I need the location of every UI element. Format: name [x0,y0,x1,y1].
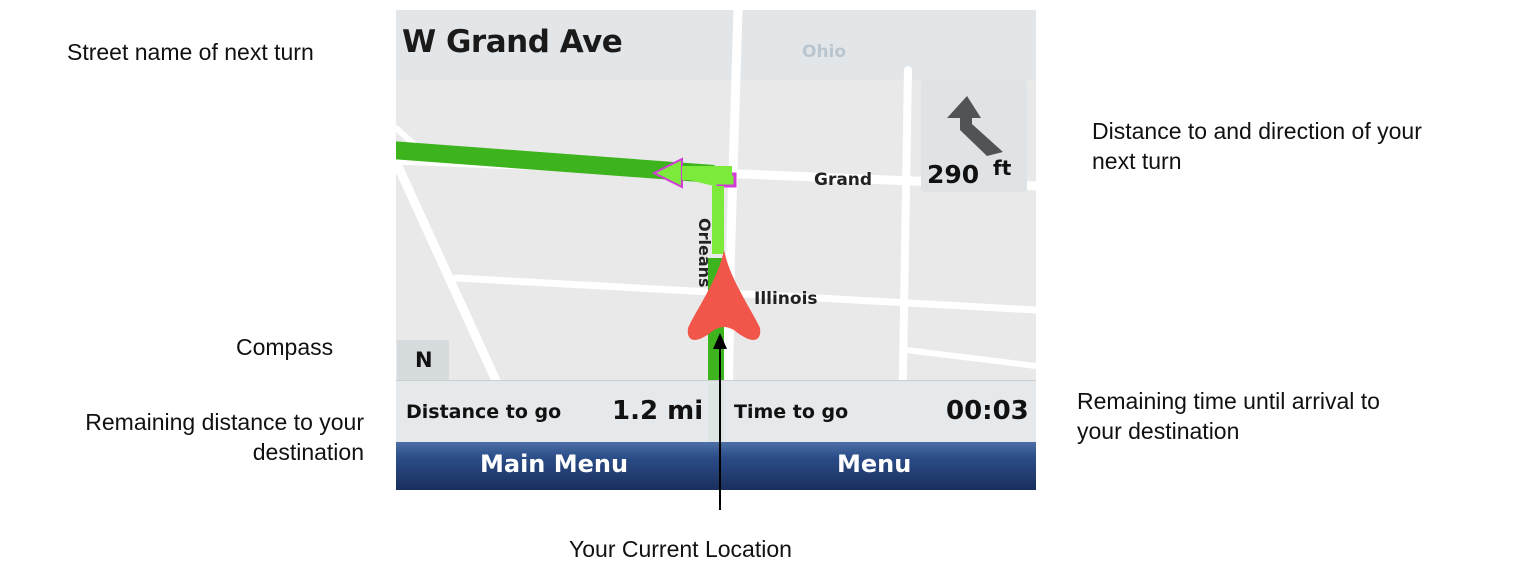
current-location-marker [687,250,761,340]
distance-to-go-value: 1.2 mi [612,396,704,426]
route-connector [682,166,732,180]
callout-current-location: Your Current Location [569,536,792,562]
road-illinois [452,274,1036,314]
next-street-name: W Grand Ave [402,24,623,60]
callout-remaining-distance-line2: destination [252,439,364,465]
callout-street-name: Street name of next turn [67,39,314,65]
map-label-ohio: Ohio [802,42,847,62]
callout-compass: Compass [236,334,334,360]
callout-remaining-time-line2: your destination [1077,418,1240,444]
turn-distance: 290 [927,160,980,189]
callout-remaining-time: Remaining time until arrival to your des… [1077,386,1380,446]
map-label-orleans: Orleans [695,218,714,288]
time-to-go-value: 00:03 [946,396,1029,426]
road-lower-right [903,347,1036,369]
compass-heading: N [415,348,433,372]
road-vertical-upper [725,10,743,275]
softkey-bar: Main Menu Menu [396,442,1036,490]
compass[interactable]: N [397,340,449,380]
navigation-screen: W Grand Ave Ohio Grand Orleans Illinois … [396,10,1036,490]
current-location-pointer-line [719,342,721,510]
turn-distance-unit: ft [993,156,1012,180]
main-menu-button[interactable]: Main Menu [480,450,629,478]
callout-turn-info: Distance to and direction of your next t… [1092,116,1422,176]
callout-turn-info-line1: Distance to and direction of your [1092,118,1422,144]
distance-to-go-label: Distance to go [406,401,562,423]
route-vertical-segment [712,186,724,254]
callout-remaining-time-line1: Remaining time until arrival to [1077,388,1380,414]
callout-remaining-distance: Remaining distance to your destination [0,407,364,467]
trip-info-bar: Distance to go 1.2 mi Time to go 00:03 [396,380,1036,443]
turn-left-arrow-icon [947,96,1003,156]
next-turn-panel[interactable]: 290 ft [921,80,1027,192]
callout-remaining-distance-line1: Remaining distance to your [85,409,364,435]
map-top-shade [396,10,1036,80]
callout-turn-info-line2: next turn [1092,148,1182,174]
menu-button[interactable]: Menu [837,450,912,478]
current-location-pointer-arrowhead [713,333,727,349]
time-to-go-label: Time to go [734,401,849,423]
map-label-illinois: Illinois [754,289,818,309]
map-label-grand: Grand [814,170,873,190]
